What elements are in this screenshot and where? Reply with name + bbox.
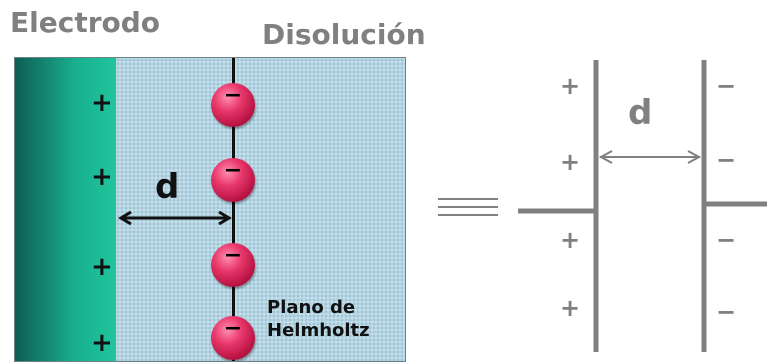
distance-label: d [155,167,180,207]
electrode-charge: + [91,162,113,192]
anion: − [211,83,255,127]
helmholtz-label: Plano de Helmholtz [267,296,370,342]
electrode-charge: + [91,252,113,282]
capacitor-minus: − [716,146,737,174]
capacitor-minus: − [716,72,737,100]
solution-title: Disolución [262,18,426,51]
capacitor-arrowhead [687,150,702,164]
helmholtz-label-line: Plano de [267,297,356,318]
capacitor-plus: + [560,294,581,322]
anion: − [211,316,255,360]
helmholtz-label-line: Helmholtz [267,320,370,341]
solution-region [116,58,405,361]
anion: − [211,243,255,287]
capacitor-minus: − [716,226,737,254]
equivalence-icon [438,198,498,216]
anion-charge: − [223,158,243,183]
electrode-charge: + [91,328,113,358]
anion-charge: − [223,83,243,108]
anion-charge: − [223,316,243,341]
capacitor-plus: + [560,148,581,176]
helmholtz-plane-line [232,58,235,361]
capacitor-distance-label: d [628,93,653,133]
electrode-title: Electrodo [10,6,161,39]
electrode-charge: + [91,88,113,118]
anion: − [211,158,255,202]
capacitor-plus: + [560,72,581,100]
double-layer-diagram: + + + + − − − − d Plano de Helmholtz [14,57,406,362]
electrode-region [15,58,116,361]
anion-charge: − [223,243,243,268]
capacitor-plus: + [560,226,581,254]
capacitor-minus: − [716,298,737,326]
distance-arrow [118,210,232,226]
capacitor-arrowhead [598,150,613,164]
